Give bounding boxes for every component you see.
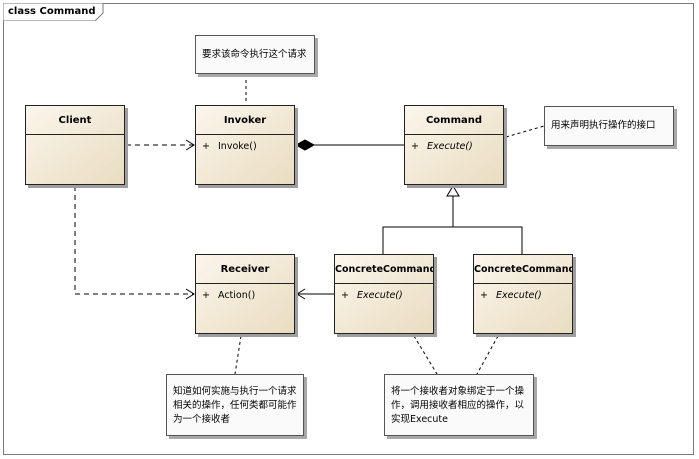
generalization-branch [382, 226, 523, 254]
command-note-link [505, 125, 545, 138]
operation-visibility: + [202, 141, 210, 152]
concretea-note-link [413, 335, 438, 375]
note-receiver[interactable]: 知道如何实施与执行一个请求相关的操作，任何类都可能作为一个接收者 [166, 374, 304, 436]
command-operation: + Execute() [411, 141, 473, 152]
client-invoker-arrowhead [185, 139, 195, 151]
operation-name: Execute() [427, 141, 473, 152]
association-arrowhead [296, 288, 306, 300]
note-invoker-text: 要求该命令执行这个请求 [202, 49, 307, 60]
frame-title: class Command [8, 6, 96, 17]
class-receiver[interactable]: Receiver + Action() [195, 254, 295, 334]
operation-visibility: + [480, 290, 488, 301]
class-concrete-command-a-name: ConcreteCommandA [335, 264, 433, 275]
operation-name: Action() [218, 290, 256, 301]
diagram-frame [3, 3, 694, 455]
class-client-name: Client [58, 115, 92, 126]
note-concrete-command-text: 将一个接收者对象绑定于一个操作，调用接收者相应的操作，以实现Execute [391, 386, 525, 425]
operation-name: Execute() [357, 290, 403, 301]
note-invoker[interactable]: 要求该命令执行这个请求 [195, 35, 315, 74]
class-concrete-command-b-divider [474, 283, 572, 284]
class-command[interactable]: Command + Execute() [404, 105, 504, 185]
operation-name: Invoke() [218, 141, 257, 152]
note-receiver-text: 知道如何实施与执行一个请求相关的操作，任何类都可能作为一个接收者 [173, 386, 297, 425]
class-concrete-command-b[interactable]: ConcreteCommandB + Execute() [473, 254, 573, 334]
class-invoker-divider [196, 134, 294, 135]
invoker-operation: + Invoke() [202, 141, 257, 152]
note-command-text: 用来声明执行操作的接口 [551, 120, 656, 131]
class-concrete-command-a[interactable]: ConcreteCommandA + Execute() [334, 254, 434, 334]
class-invoker-name: Invoker [223, 115, 267, 126]
class-invoker[interactable]: Invoker + Invoke() [195, 105, 295, 185]
class-receiver-divider [196, 283, 294, 284]
concrete-command-a-operation: + Execute() [341, 290, 403, 301]
operation-visibility: + [341, 290, 349, 301]
operation-visibility: + [202, 290, 210, 301]
note-concrete-command[interactable]: 将一个接收者对象绑定于一个操作，调用接收者相应的操作，以实现Execute [384, 374, 534, 436]
class-receiver-name: Receiver [220, 264, 270, 275]
class-command-divider [405, 134, 503, 135]
operation-name: Execute() [496, 290, 542, 301]
class-client-divider [26, 134, 124, 135]
operation-visibility: + [411, 141, 419, 152]
generalization-triangle [446, 185, 460, 197]
client-receiver-arrowhead [185, 288, 195, 300]
class-client[interactable]: Client [25, 105, 125, 185]
concreteb-note-link [476, 335, 499, 375]
composition-diamond [294, 139, 316, 151]
note-command[interactable]: 用来声明执行操作的接口 [544, 106, 674, 146]
client-receiver-dependency [74, 186, 194, 295]
class-concrete-command-b-name: ConcreteCommandB [474, 264, 572, 275]
class-concrete-command-a-divider [335, 283, 433, 284]
receiver-operation: + Action() [202, 290, 255, 301]
class-command-name: Command [425, 115, 483, 126]
concrete-command-b-operation: + Execute() [480, 290, 542, 301]
receiver-note-link [234, 335, 242, 375]
